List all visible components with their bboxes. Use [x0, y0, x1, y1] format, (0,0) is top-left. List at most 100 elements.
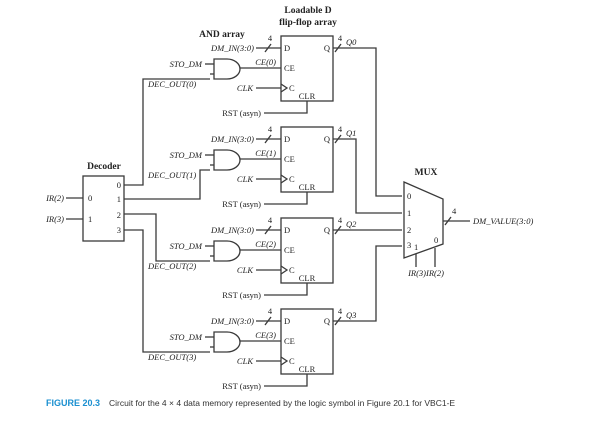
decoder-out-pin-2: 2	[117, 210, 121, 220]
pin-c-0: C	[289, 83, 295, 93]
clock-triangle-icon-1	[280, 174, 289, 184]
and-gate-1	[213, 149, 241, 171]
pin-c-1: C	[289, 174, 295, 184]
and-gate-2	[213, 240, 241, 262]
pin-ce-0: CE	[284, 63, 295, 73]
mux-heading: MUX	[415, 168, 438, 178]
mux-body	[403, 181, 444, 259]
pin-c-3: C	[289, 356, 295, 366]
q-label-1: Q1	[346, 128, 356, 138]
dec-out-label-2: DEC_OUT(2)	[147, 261, 196, 271]
mux-sel-pin-0: 0	[434, 235, 438, 245]
sto-label-1: STO_DM	[170, 150, 203, 160]
pin-clr-2: CLR	[299, 273, 316, 283]
pin-q-0: Q	[324, 43, 330, 53]
pin-clr-0: CLR	[299, 91, 316, 101]
figure-caption: FIGURE 20.3 Circuit for the 4 × 4 data m…	[46, 393, 455, 410]
q-label-2: Q2	[346, 219, 357, 229]
decoder-input-ir2: IR(2)	[45, 193, 64, 203]
din-label-3: DM_IN(3:0)	[210, 316, 254, 326]
clk-label-1: CLK	[237, 174, 254, 184]
flipflop-array-heading-2: flip-flop array	[279, 18, 337, 28]
q-width-1: 4	[338, 124, 343, 134]
decoder-input-ir3: IR(3)	[45, 214, 64, 224]
din-width-0: 4	[268, 33, 273, 43]
decoder-heading: Decoder	[87, 162, 122, 172]
q-label-0: Q0	[346, 37, 357, 47]
mux: 0 1 2 3 1 0 IR(3)IR(2) 4 DM_VALUE(3:0)	[403, 181, 533, 278]
wire-q0-to-mux	[333, 47, 402, 197]
sto-label-2: STO_DM	[170, 241, 203, 251]
clock-triangle-icon-0	[280, 83, 289, 93]
din-bus-slash-2	[264, 225, 272, 235]
mux-in-pin-3: 3	[407, 240, 411, 250]
pin-ce-2: CE	[284, 245, 295, 255]
pin-d-3: D	[284, 316, 290, 326]
dec-out-label-1: DEC_OUT(1)	[147, 170, 196, 180]
clk-label-0: CLK	[237, 83, 254, 93]
decoder: IR(2) IR(3) 0 1 0 1 2 3	[45, 175, 125, 242]
decoder-out-pin-0: 0	[117, 180, 121, 190]
clock-triangle-icon-3	[280, 356, 289, 366]
din-bus-slash-3	[264, 316, 272, 326]
clk-label-2: CLK	[237, 265, 254, 275]
wire-q1-to-mux	[333, 138, 402, 214]
mux-sel-pin-1: 1	[414, 242, 418, 252]
flipflop-array-heading-1: Loadable D	[284, 6, 331, 16]
dec-out-label-3: DEC_OUT(3)	[147, 352, 196, 362]
wire-dec-out-0	[124, 78, 210, 186]
pin-q-1: Q	[324, 134, 330, 144]
ce-label-3: CE(3)	[255, 330, 276, 340]
rst-wire-0	[264, 101, 308, 114]
pin-q-2: Q	[324, 225, 330, 235]
mux-select-signals: IR(3)IR(2)	[407, 268, 444, 278]
din-label-0: DM_IN(3:0)	[210, 43, 254, 53]
decoder-box	[82, 175, 125, 242]
decoder-out-pin-1: 1	[117, 194, 121, 204]
pin-clr-1: CLR	[299, 182, 316, 192]
pin-c-2: C	[289, 265, 295, 275]
decoder-in-pin-1: 1	[88, 214, 92, 224]
mux-output-label: DM_VALUE(3:0)	[472, 216, 533, 226]
decoder-out-pin-3: 3	[117, 225, 121, 235]
din-width-2: 4	[268, 215, 273, 225]
pin-clr-3: CLR	[299, 364, 316, 374]
pin-d-1: D	[284, 134, 290, 144]
rst-wire-3	[264, 374, 308, 387]
rst-label-1: RST (asyn)	[222, 199, 261, 209]
ce-label-0: CE(0)	[255, 57, 276, 67]
pin-d-2: D	[284, 225, 290, 235]
mux-output-bus-slash	[444, 216, 452, 226]
sto-label-0: STO_DM	[170, 59, 203, 69]
rst-label-3: RST (asyn)	[222, 381, 261, 391]
din-bus-slash-1	[264, 134, 272, 144]
ce-label-1: CE(1)	[255, 148, 276, 158]
rst-wire-2	[264, 283, 308, 296]
decoder-in-pin-0: 0	[88, 193, 92, 203]
ce-label-2: CE(2)	[255, 239, 276, 249]
mux-in-pin-0: 0	[407, 191, 411, 201]
rst-label-0: RST (asyn)	[222, 108, 261, 118]
pin-d-0: D	[284, 43, 290, 53]
q-width-0: 4	[338, 33, 343, 43]
flipflop-box-2	[280, 217, 334, 284]
pin-ce-3: CE	[284, 336, 295, 346]
figure-label: FIGURE 20.3	[46, 398, 100, 408]
din-label-1: DM_IN(3:0)	[210, 134, 254, 144]
mux-output-width: 4	[452, 206, 457, 216]
din-width-1: 4	[268, 124, 273, 134]
sto-label-3: STO_DM	[170, 332, 203, 342]
din-bus-slash-0	[264, 43, 272, 53]
din-label-2: DM_IN(3:0)	[210, 225, 254, 235]
wire-dec-out-1	[124, 169, 210, 200]
q-width-3: 4	[338, 306, 343, 316]
clk-label-3: CLK	[237, 356, 254, 366]
mux-in-pin-2: 2	[407, 225, 411, 235]
and-array-heading: AND array	[199, 30, 245, 40]
mux-in-pin-1: 1	[407, 208, 411, 218]
